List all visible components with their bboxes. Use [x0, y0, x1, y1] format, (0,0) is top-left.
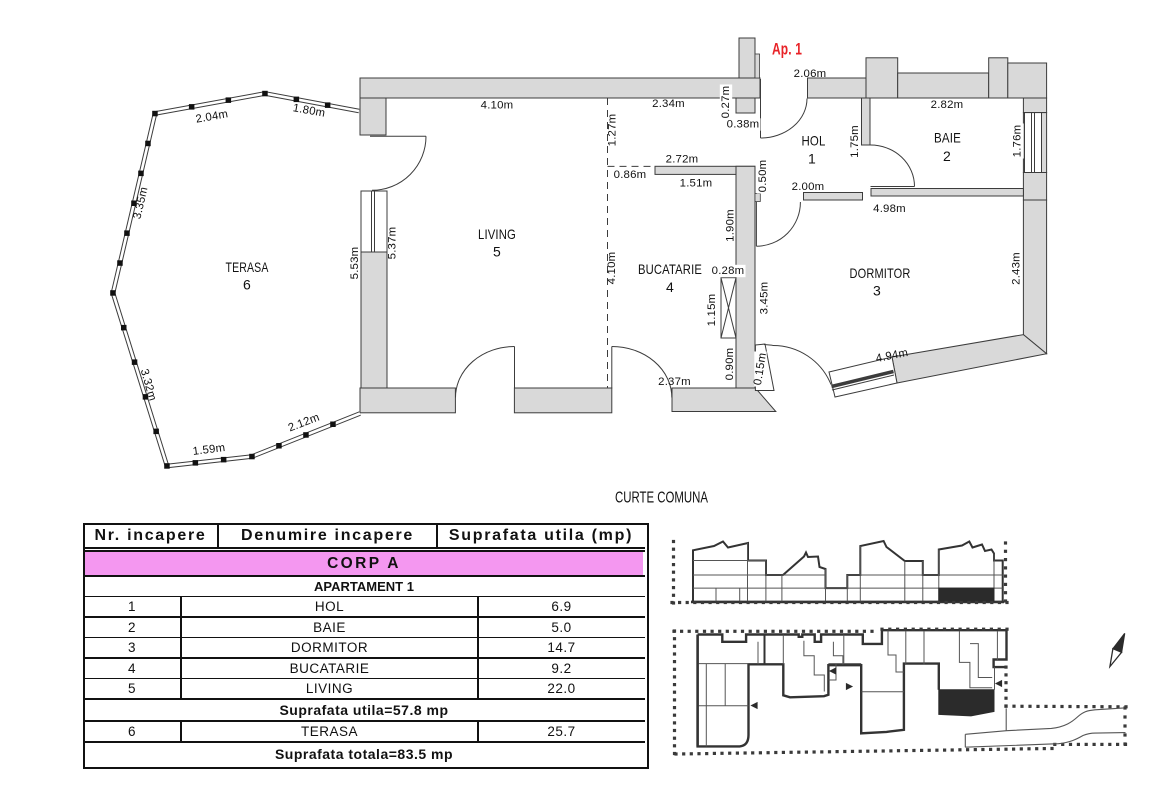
- svg-text:5.53m: 5.53m: [349, 247, 361, 280]
- svg-text:2: 2: [943, 148, 951, 164]
- svg-text:2.37m: 2.37m: [658, 376, 691, 388]
- svg-text:TERASA: TERASA: [226, 259, 269, 275]
- svg-text:1.76m: 1.76m: [1012, 125, 1024, 158]
- svg-text:1.27m: 1.27m: [607, 114, 619, 147]
- svg-text:2.43m: 2.43m: [1011, 252, 1023, 285]
- svg-text:1.75m: 1.75m: [849, 125, 861, 158]
- svg-text:2.34m: 2.34m: [652, 98, 685, 110]
- svg-text:6: 6: [243, 277, 251, 293]
- svg-text:4.10m: 4.10m: [481, 100, 514, 112]
- svg-text:1.90m: 1.90m: [725, 209, 737, 242]
- svg-text:5.37m: 5.37m: [387, 227, 399, 260]
- svg-text:Ap. 1: Ap. 1: [772, 40, 802, 59]
- svg-text:BUCATARIE: BUCATARIE: [638, 261, 702, 277]
- svg-text:0.27m: 0.27m: [720, 86, 732, 119]
- svg-text:BAIE: BAIE: [934, 130, 961, 146]
- svg-text:3.35m: 3.35m: [131, 186, 150, 221]
- svg-text:3.45m: 3.45m: [759, 282, 771, 315]
- svg-text:0.90m: 0.90m: [724, 348, 736, 381]
- svg-text:5: 5: [493, 244, 501, 260]
- svg-text:LIVING: LIVING: [478, 226, 516, 242]
- svg-text:2.82m: 2.82m: [931, 99, 964, 111]
- svg-text:1.59m: 1.59m: [192, 442, 226, 458]
- svg-text:0.38m: 0.38m: [727, 119, 760, 131]
- svg-text:2.00m: 2.00m: [792, 181, 825, 193]
- svg-text:CURTE COMUNA: CURTE COMUNA: [615, 490, 708, 507]
- svg-text:1: 1: [808, 151, 816, 167]
- svg-text:0.28m: 0.28m: [712, 265, 745, 277]
- svg-text:1.51m: 1.51m: [680, 178, 713, 190]
- svg-text:2.06m: 2.06m: [794, 68, 827, 80]
- svg-text:1.15m: 1.15m: [706, 294, 718, 327]
- svg-text:2.72m: 2.72m: [666, 154, 699, 166]
- svg-text:3: 3: [873, 283, 881, 299]
- svg-text:1.80m: 1.80m: [292, 102, 326, 119]
- svg-text:DORMITOR: DORMITOR: [850, 265, 911, 281]
- svg-text:4.98m: 4.98m: [873, 203, 906, 215]
- svg-text:HOL: HOL: [802, 133, 826, 149]
- svg-text:2.04m: 2.04m: [195, 108, 229, 125]
- svg-text:0.50m: 0.50m: [757, 160, 769, 193]
- svg-text:0.15m: 0.15m: [752, 352, 769, 386]
- svg-text:4.10m: 4.10m: [606, 252, 618, 285]
- svg-text:4: 4: [666, 279, 674, 295]
- svg-text:0.86m: 0.86m: [614, 169, 647, 181]
